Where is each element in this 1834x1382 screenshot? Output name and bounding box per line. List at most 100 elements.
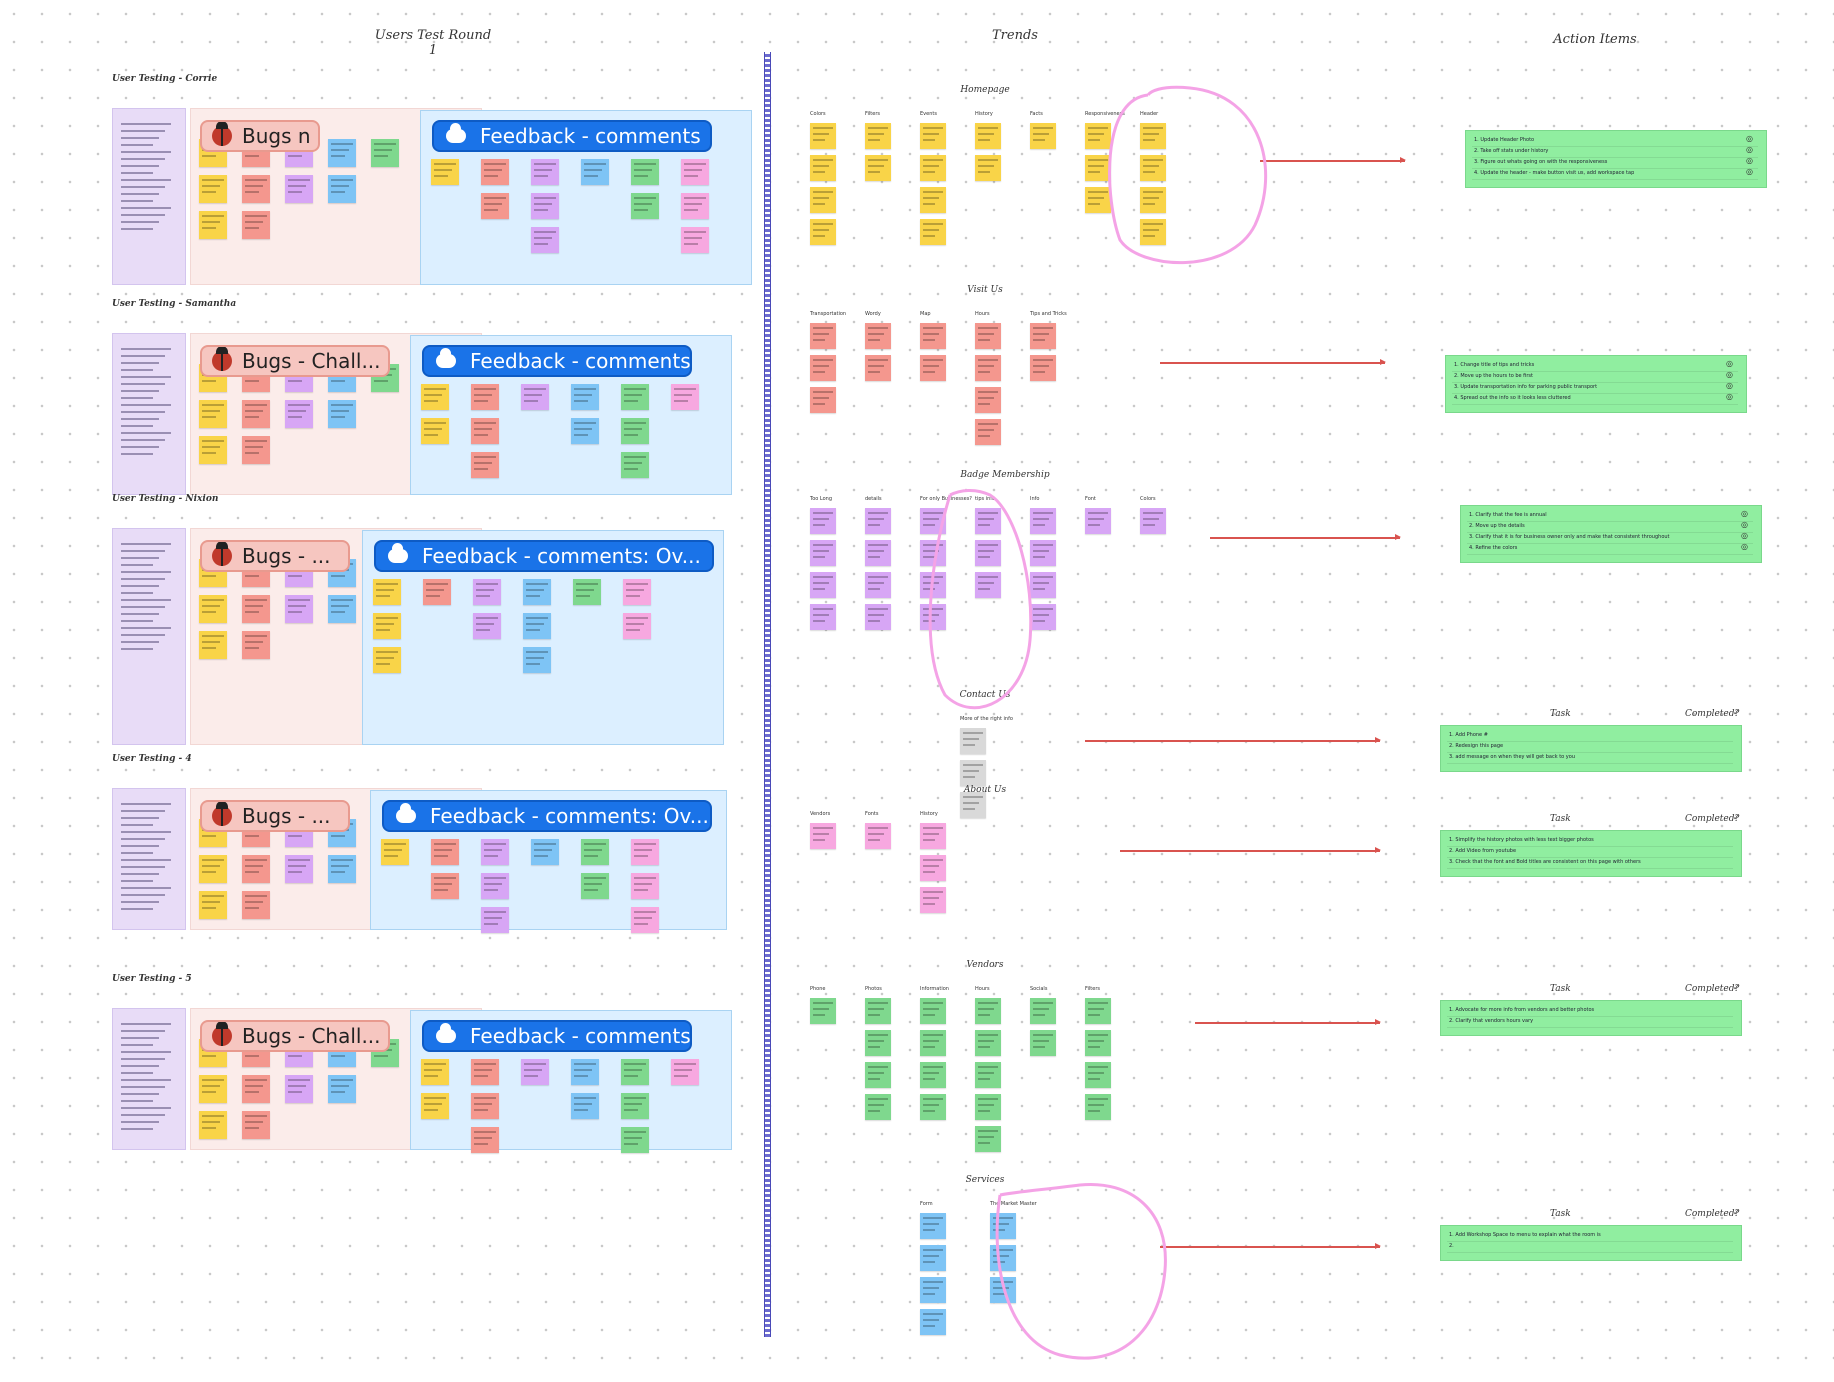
sticky-note[interactable] [960,760,986,786]
sticky-note[interactable] [865,823,891,849]
sticky-note[interactable] [810,823,836,849]
sticky-note[interactable] [523,579,551,605]
sticky-note[interactable] [865,323,891,349]
circle-check-icon[interactable]: ◎ [1726,359,1733,368]
feedback-banner[interactable]: Feedback - comments: Ov... [374,540,714,572]
sticky-note[interactable] [199,1075,227,1103]
sticky-note[interactable] [810,998,836,1024]
circle-check-icon[interactable]: ◎ [1726,381,1733,390]
sticky-note[interactable] [1140,219,1166,245]
sticky-note[interactable] [481,873,509,899]
sticky-note[interactable] [975,387,1001,413]
sticky-note[interactable] [810,508,836,534]
sticky-note[interactable] [481,159,509,185]
sticky-note[interactable] [242,211,270,239]
sticky-note[interactable] [1085,1062,1111,1088]
sticky-note[interactable] [621,384,649,410]
sticky-note[interactable] [431,839,459,865]
sticky-note[interactable] [581,159,609,185]
sticky-note[interactable] [242,1111,270,1139]
sticky-note[interactable] [242,855,270,883]
sticky-note[interactable] [631,159,659,185]
sticky-note[interactable] [571,1059,599,1085]
sticky-note[interactable] [1030,604,1056,630]
circle-check-icon[interactable]: ◎ [1726,392,1733,401]
sticky-note[interactable] [1085,155,1111,181]
sticky-note[interactable] [865,123,891,149]
sticky-note[interactable] [865,355,891,381]
sticky-note[interactable] [865,1094,891,1120]
circle-check-icon[interactable]: ◎ [1726,370,1733,379]
sticky-note[interactable] [381,839,409,865]
bugs-banner[interactable]: Bugs n [200,120,320,152]
sticky-note[interactable] [975,1062,1001,1088]
sticky-note[interactable] [810,355,836,381]
sticky-note[interactable] [810,572,836,598]
sticky-note[interactable] [471,1093,499,1119]
sticky-note[interactable] [920,855,946,881]
sticky-note[interactable] [199,211,227,239]
sticky-note[interactable] [199,436,227,464]
sticky-note[interactable] [431,159,459,185]
sticky-note[interactable] [521,384,549,410]
circle-check-icon[interactable]: ◎ [1746,156,1753,165]
sticky-note[interactable] [531,193,559,219]
sticky-note[interactable] [810,155,836,181]
sticky-note[interactable] [242,436,270,464]
sticky-note[interactable] [810,219,836,245]
sticky-note[interactable] [1140,155,1166,181]
sticky-note[interactable] [242,595,270,623]
bugs-banner[interactable]: Bugs - Chall... [200,345,390,377]
sticky-note[interactable] [421,418,449,444]
sticky-note[interactable] [920,1277,946,1303]
sticky-note[interactable] [810,123,836,149]
sticky-note[interactable] [920,1094,946,1120]
sticky-note[interactable] [865,1030,891,1056]
sticky-note[interactable] [328,1075,356,1103]
sticky-note[interactable] [810,187,836,213]
sticky-note[interactable] [423,579,451,605]
sticky-note[interactable] [1085,1094,1111,1120]
sticky-note[interactable] [481,907,509,933]
sticky-note[interactable] [471,452,499,478]
sticky-note[interactable] [631,193,659,219]
sticky-note[interactable] [199,175,227,203]
sticky-note[interactable] [621,1059,649,1085]
circle-check-icon[interactable]: ◎ [1741,509,1748,518]
sticky-note[interactable] [920,887,946,913]
sticky-note[interactable] [1030,572,1056,598]
sticky-note[interactable] [920,1245,946,1271]
sticky-note[interactable] [631,839,659,865]
sticky-note[interactable] [865,604,891,630]
sticky-note[interactable] [531,159,559,185]
sticky-note[interactable] [631,907,659,933]
sticky-note[interactable] [199,595,227,623]
sticky-note[interactable] [1085,1030,1111,1056]
sticky-note[interactable] [621,452,649,478]
sticky-note[interactable] [242,400,270,428]
circle-check-icon[interactable]: ◎ [1741,542,1748,551]
sticky-note[interactable] [373,647,401,673]
sticky-note[interactable] [621,1093,649,1119]
sticky-note[interactable] [1030,123,1056,149]
sticky-note[interactable] [865,998,891,1024]
sticky-note[interactable] [523,613,551,639]
sticky-note[interactable] [920,1309,946,1335]
sticky-note[interactable] [373,579,401,605]
sticky-note[interactable] [975,998,1001,1024]
sticky-note[interactable] [1085,123,1111,149]
sticky-note[interactable] [865,508,891,534]
sticky-note[interactable] [573,579,601,605]
sticky-note[interactable] [960,792,986,818]
bugs-banner[interactable]: Bugs - Chall... [200,1020,390,1052]
sticky-note[interactable] [920,355,946,381]
sticky-note[interactable] [975,323,1001,349]
sticky-note[interactable] [371,139,399,167]
sticky-note[interactable] [199,855,227,883]
sticky-note[interactable] [1030,508,1056,534]
sticky-note[interactable] [285,175,313,203]
sticky-note[interactable] [285,595,313,623]
sticky-note[interactable] [285,855,313,883]
sticky-note[interactable] [865,155,891,181]
sticky-note[interactable] [865,572,891,598]
